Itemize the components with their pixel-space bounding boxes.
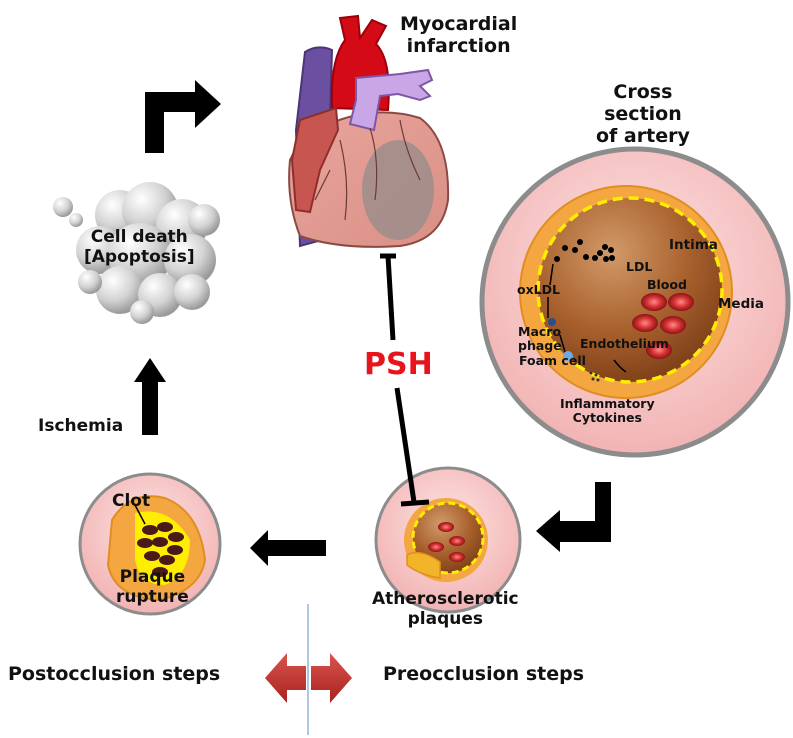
label-clot: Clot: [112, 491, 151, 511]
red-arrow-left: [265, 653, 306, 703]
red-blood-cells: [632, 293, 694, 359]
label-intima: Intima: [669, 237, 718, 253]
label-media: Media: [718, 296, 764, 312]
progression-arrow-left: [250, 530, 326, 566]
elbow-arrow-up-right: [145, 80, 221, 153]
label-cross-section: Cross section of artery: [596, 81, 690, 147]
artery-cross-section: [479, 146, 791, 458]
label-psh-inhibitor: PSH: [364, 347, 433, 382]
footer-double-arrow: [265, 604, 352, 735]
label-inflammatory-cytokines: Inflammatory Cytokines: [560, 396, 655, 426]
infarct-area: [362, 140, 434, 240]
label-postocclusion-steps: Postocclusion steps: [8, 663, 221, 685]
elbow-arrow-down-left: [536, 482, 611, 552]
clot-icon: [137, 522, 184, 577]
label-preocclusion-steps: Preocclusion steps: [383, 663, 585, 685]
pulmonary-artery: [348, 68, 434, 132]
ischemia-arrow-up: [134, 358, 166, 435]
red-arrow-right: [311, 653, 352, 703]
label-endothelium: Endothelium: [580, 336, 669, 351]
label-oxldl: oxLDL: [517, 282, 560, 297]
heart-illustration: [288, 14, 450, 248]
ldl-particles: [554, 239, 615, 262]
label-cell-death: Cell death [Apoptosis]: [84, 227, 195, 267]
label-plaque-rupture: Plaque rupture: [116, 567, 189, 607]
label-macrophage: Macro phage: [518, 324, 562, 353]
label-ldl: LDL: [626, 259, 653, 274]
label-foam-cell: Foam cell: [519, 353, 586, 368]
apoptosis-bubbles-icon: [53, 182, 220, 324]
label-ischemia: Ischemia: [38, 416, 124, 436]
label-blood: Blood: [647, 277, 687, 292]
label-atherosclerotic-plaques: Atherosclerotic plaques: [372, 589, 519, 629]
right-atrium: [290, 106, 340, 214]
psh-inhibition-lines: [380, 253, 430, 507]
plaque-rupture-vessel: [78, 472, 222, 616]
label-myocardial-infarction: Myocardial infarction: [400, 13, 518, 57]
